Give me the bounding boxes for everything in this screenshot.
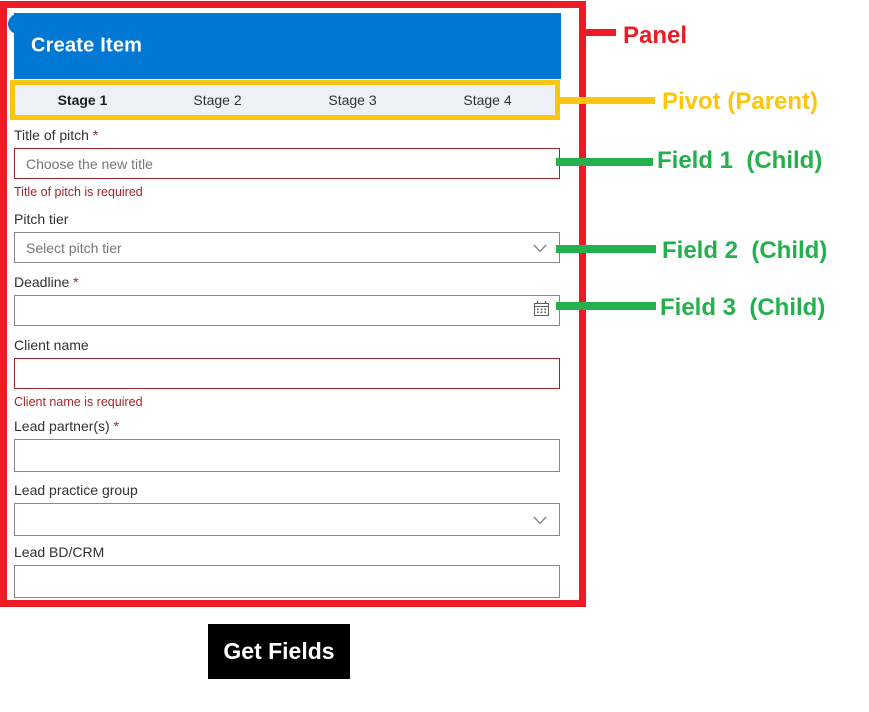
tab-stage-1[interactable]: Stage 1: [57, 92, 108, 108]
chevron-down-icon: [533, 512, 547, 528]
lead-bd-crm-input[interactable]: [14, 565, 560, 598]
pivot-tabs: Stage 1 Stage 2 Stage 3 Stage 4: [15, 85, 555, 115]
field-label-deadline: Deadline *: [14, 273, 560, 292]
field1-connector-line: [556, 158, 653, 166]
client-name-input[interactable]: [14, 358, 560, 389]
field3-connector-line: [556, 302, 656, 310]
field2-annotation-label: Field 2 (Child): [662, 237, 828, 264]
title-of-pitch-input[interactable]: [14, 148, 560, 179]
tab-stage-2[interactable]: Stage 2: [193, 92, 242, 108]
pitch-tier-dropdown[interactable]: Select pitch tier: [14, 232, 560, 263]
label-text: Client name: [14, 337, 89, 353]
field1-annotation-label: Field 1 (Child): [657, 147, 823, 174]
get-fields-button[interactable]: Get Fields: [208, 624, 350, 679]
title-of-pitch-error: Title of pitch is required: [14, 185, 143, 199]
field-label-client-name: Client name: [14, 336, 560, 355]
deadline-input[interactable]: [14, 295, 560, 326]
panel-annotation-label: Panel: [623, 22, 688, 49]
lead-partners-input[interactable]: [14, 439, 560, 472]
label-text: Lead partner(s): [14, 418, 110, 434]
required-asterisk: *: [88, 127, 99, 143]
panel-title: Create Item: [31, 34, 143, 57]
panel-connector-line: [586, 29, 616, 36]
required-asterisk: *: [69, 274, 79, 290]
field3-annotation-label: Field 3 (Child): [660, 294, 826, 321]
panel-header: Create Item: [8, 13, 561, 79]
client-name-error: Client name is required: [14, 395, 143, 409]
calendar-icon[interactable]: [533, 300, 550, 322]
panel-corner-decoration: [8, 14, 28, 34]
field2-connector-line: [556, 245, 656, 253]
label-text: Title of pitch: [14, 127, 89, 143]
pivot-connector-line: [558, 97, 655, 104]
field-label-title-of-pitch: Title of pitch *: [14, 126, 560, 145]
chevron-down-icon: [533, 240, 547, 256]
pivot-annotation-label: Pivot (Parent): [662, 88, 819, 115]
label-text: Lead BD/CRM: [14, 544, 105, 560]
label-text: Pitch tier: [14, 211, 69, 227]
field-label-lead-practice-group: Lead practice group: [14, 481, 560, 500]
required-asterisk: *: [109, 418, 120, 434]
pivot-annotation-border: Stage 1 Stage 2 Stage 3 Stage 4: [10, 80, 560, 120]
label-text: Deadline: [14, 274, 70, 290]
tab-stage-4[interactable]: Stage 4: [463, 92, 512, 108]
field-label-lead-partners: Lead partner(s) *: [14, 417, 560, 436]
lead-practice-group-dropdown[interactable]: [14, 503, 560, 536]
create-item-form: Title of pitch * Title of pitch is requi…: [14, 122, 560, 598]
dropdown-placeholder: Select pitch tier: [26, 239, 122, 256]
field-label-lead-bd-crm: Lead BD/CRM: [14, 543, 560, 562]
label-text: Lead practice group: [14, 482, 138, 498]
field-label-pitch-tier: Pitch tier: [14, 210, 560, 229]
tab-stage-3[interactable]: Stage 3: [328, 92, 377, 108]
